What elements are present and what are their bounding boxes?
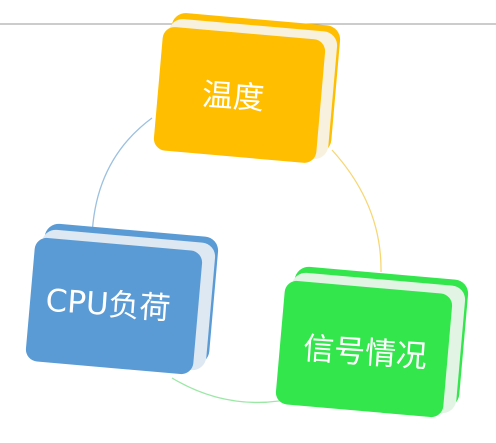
block-cpu-load[interactable] xyxy=(25,223,219,375)
block-signal[interactable] xyxy=(275,266,469,418)
block-signal-face xyxy=(275,280,453,418)
block-temperature[interactable] xyxy=(153,12,341,164)
connector-temp-to-signal xyxy=(331,149,382,273)
block-temperature-face xyxy=(153,27,326,163)
block-cpu-load-face xyxy=(25,237,203,375)
connector-cpu-to-temp xyxy=(91,117,153,238)
